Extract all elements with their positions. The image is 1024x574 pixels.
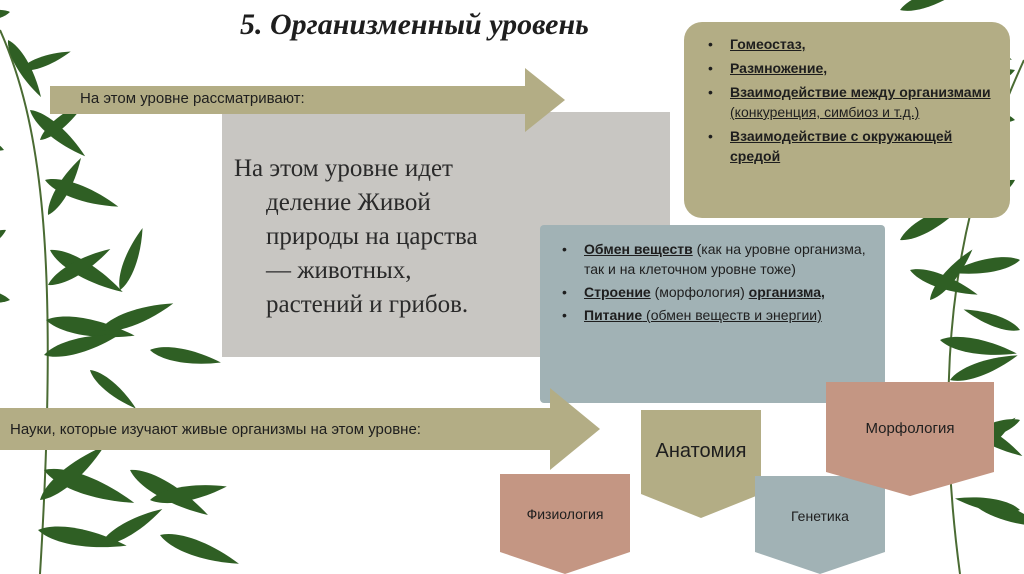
arrow-bottom: Науки, которые изучают живые организмы н…	[0, 388, 600, 470]
main-text-line: На этом уровне идет	[234, 155, 453, 182]
science-genetika: Генетика	[755, 476, 885, 574]
page-title: 5. Организменный уровень	[240, 8, 589, 41]
pentagon-shape	[641, 410, 761, 518]
science-anatomiya: Анатомия	[641, 410, 761, 518]
main-text-line: природы на царства	[266, 223, 478, 250]
pentagon-shape	[500, 474, 630, 574]
science-morfologiya: Морфология	[826, 382, 994, 496]
arrow-bottom-label: Науки, которые изучают живые организмы н…	[10, 421, 421, 438]
list-item: •Гомеостаз,	[708, 36, 806, 52]
pentagon-shape	[755, 476, 885, 574]
main-text: На этом уровне идет деление Живой природ…	[234, 152, 524, 322]
list-item: •Питание (обмен веществ и энергии)	[562, 307, 822, 323]
science-label: Генетика	[791, 508, 849, 524]
arrow-bottom-shape	[0, 388, 600, 470]
arrow-top-shape	[50, 68, 565, 132]
pentagon-shape	[826, 382, 994, 496]
science-label: Анатомия	[655, 440, 747, 462]
list-item: •Размножение,	[708, 60, 828, 76]
science-label: Морфология	[865, 420, 955, 437]
main-text-line: деление Живой	[266, 189, 431, 216]
box-yellow: •Гомеостаз, •Размножение, •Взаимодействи…	[684, 22, 1010, 218]
list-item: •Взаимодействие с окружающей средой	[708, 128, 953, 164]
science-fiziologiya: Физиология	[500, 474, 630, 574]
list-item: •Взаимодействие между организмами (конку…	[708, 84, 991, 120]
arrow-top-label: На этом уровне рассматривают:	[80, 90, 305, 107]
box-blue: •Обмен веществ (как на уровне организма,…	[540, 225, 885, 403]
main-text-line: растений и грибов.	[266, 291, 469, 318]
list-item: •Строение (морфология) организма,	[562, 284, 825, 300]
science-label: Физиология	[526, 506, 604, 522]
arrow-top: На этом уровне рассматривают:	[50, 68, 565, 132]
main-text-line: — животных,	[266, 257, 412, 284]
list-item: •Обмен веществ (как на уровне организма,…	[562, 241, 866, 277]
